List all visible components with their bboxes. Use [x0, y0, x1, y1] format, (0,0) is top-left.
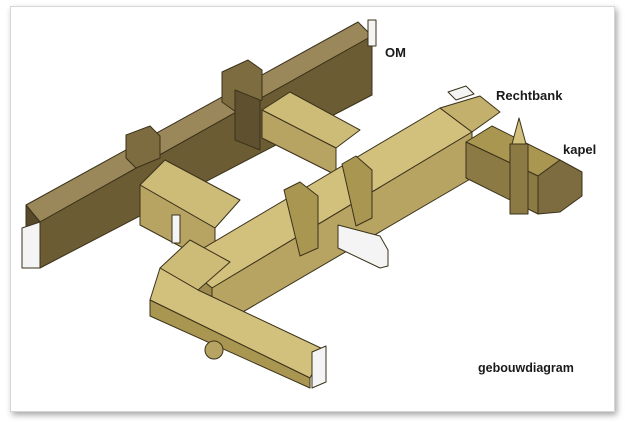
front-wing-stub: [311, 345, 327, 389]
connector-wing-right: [261, 91, 361, 176]
label-gebouwdiagram: gebouwdiagram: [478, 361, 574, 375]
label-om: OM: [385, 45, 406, 60]
court-stubs: [171, 85, 475, 269]
kapel-building: [465, 117, 583, 215]
label-kapel: kapel: [563, 142, 597, 157]
om-stub: [21, 19, 377, 269]
label-rechtbank: Rechtbank: [496, 88, 563, 103]
court-front-wing: [149, 239, 326, 389]
